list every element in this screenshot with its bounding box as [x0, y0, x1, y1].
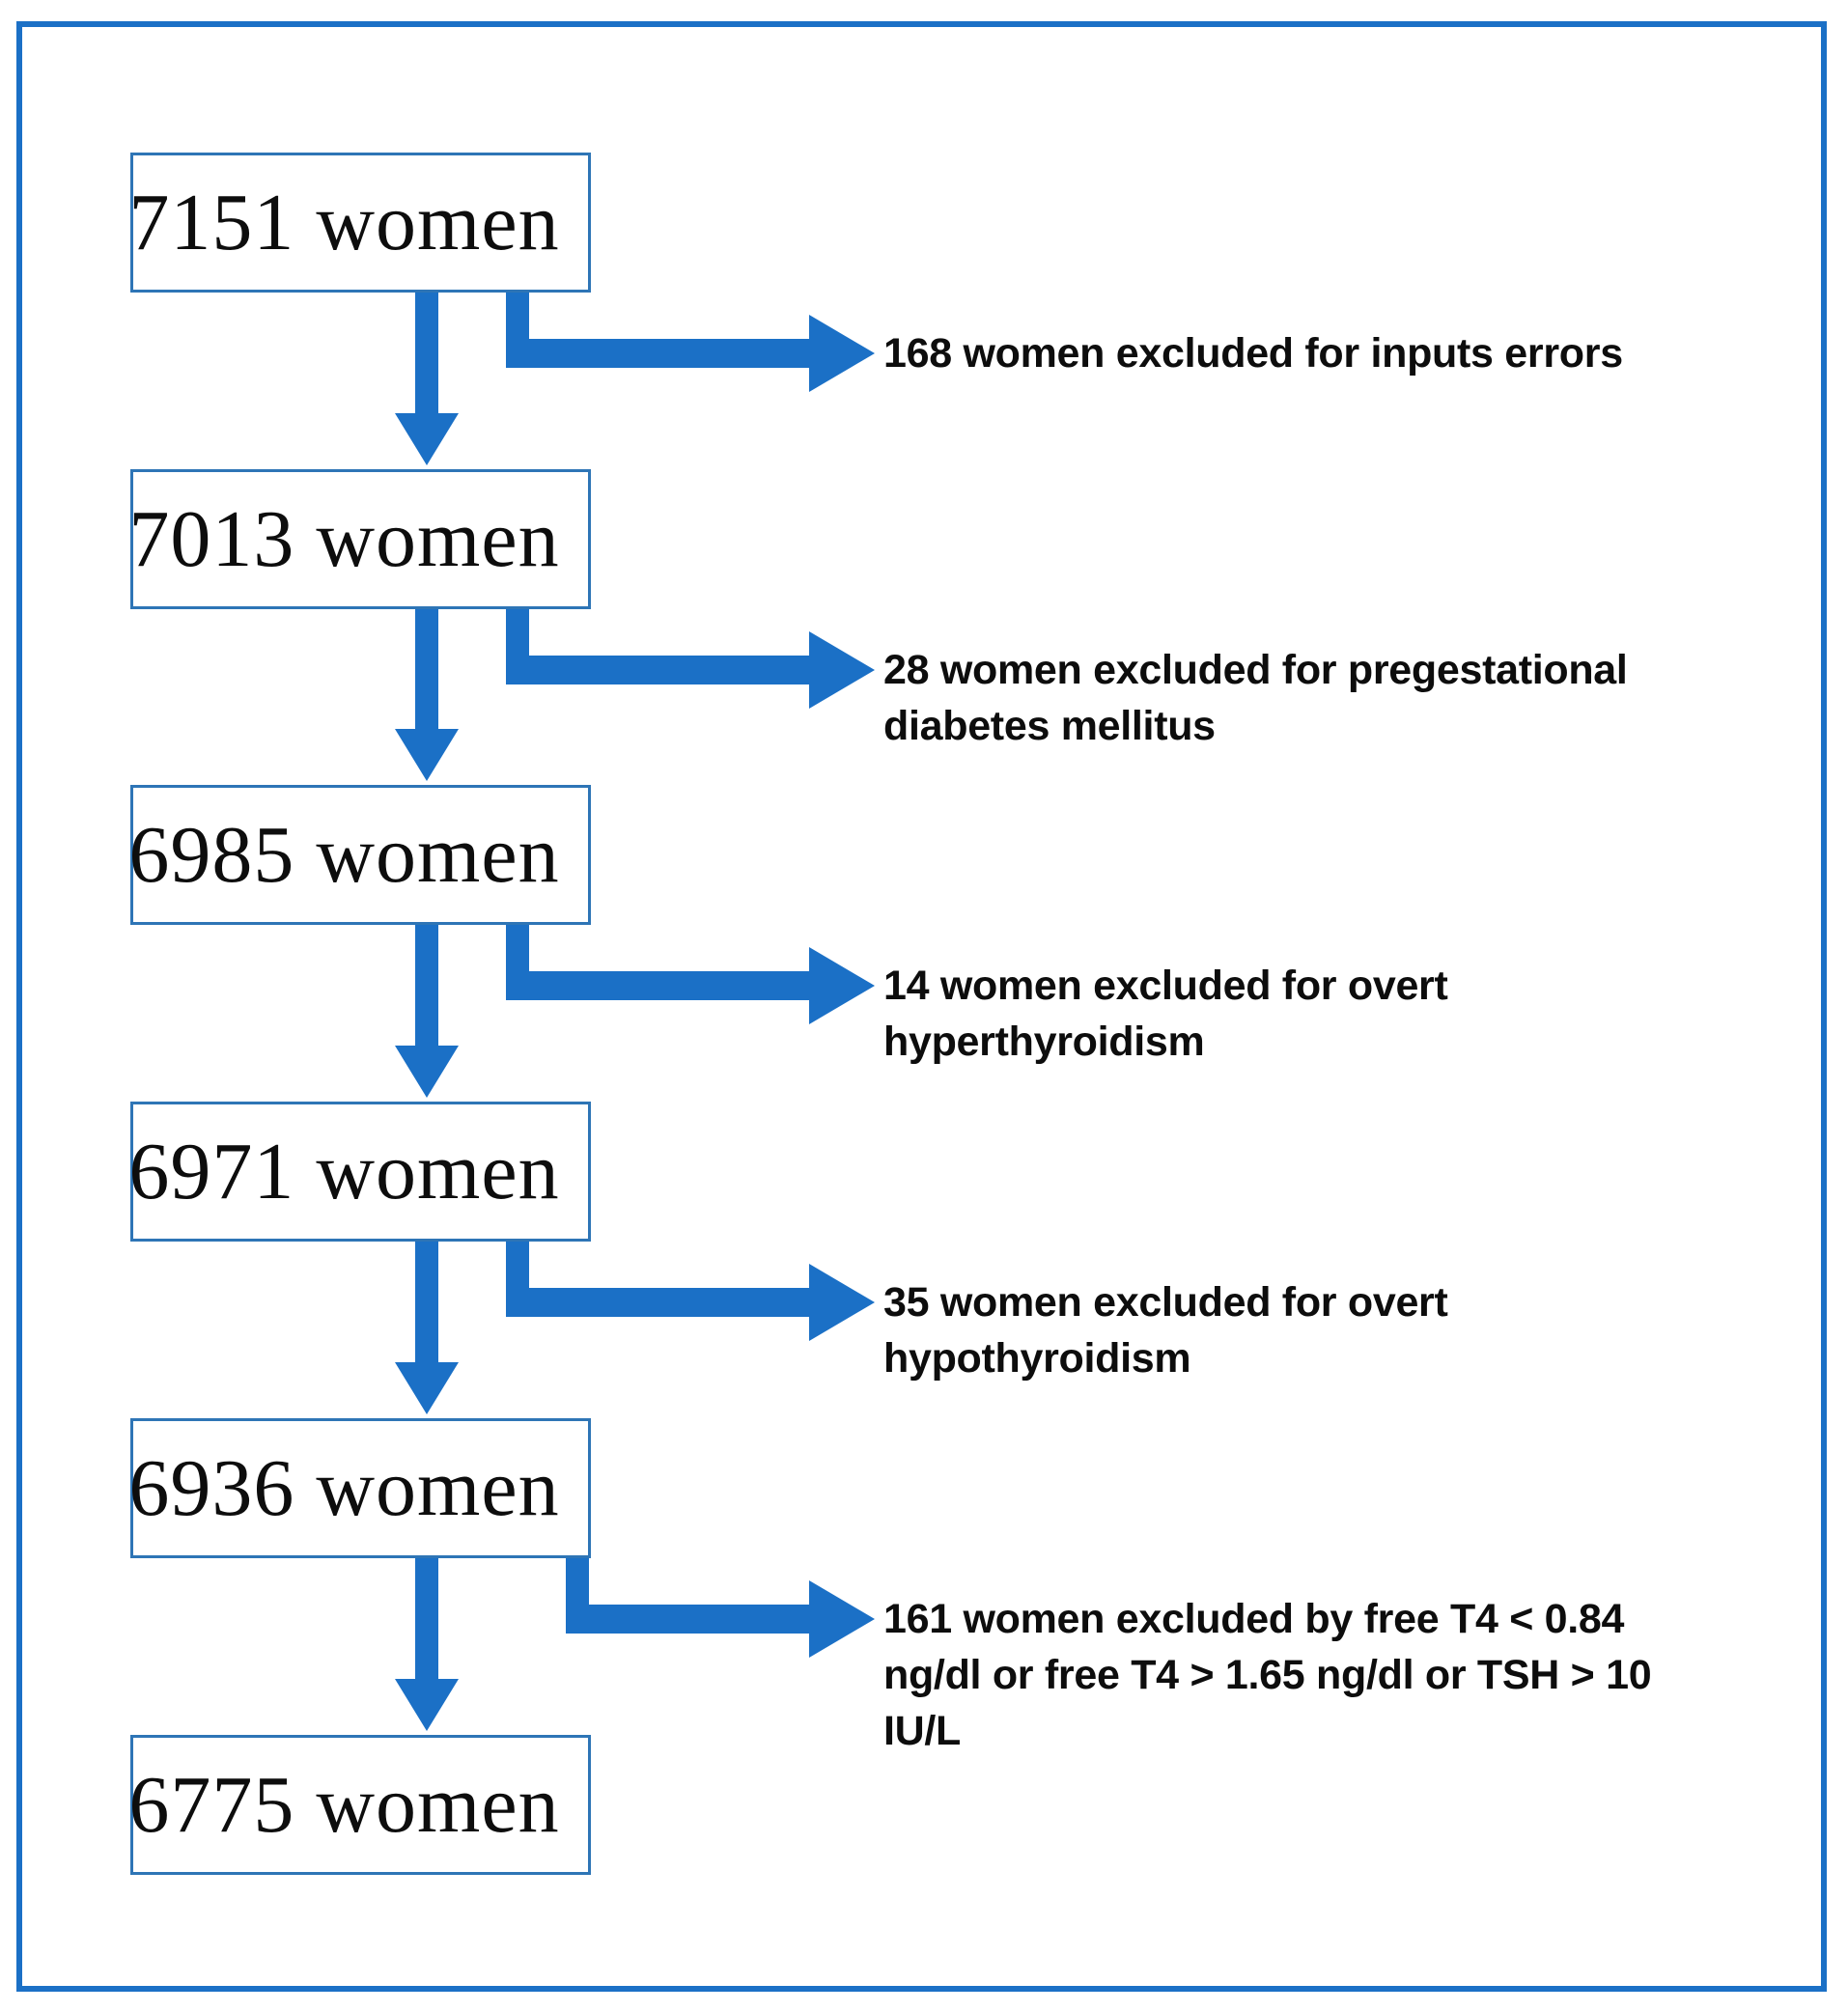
cohort-box-label: 6971 women [128, 1127, 560, 1216]
cohort-box-4: 6971 women [128, 1102, 591, 1242]
cohort-box-3: 6985 women [128, 785, 591, 925]
cohort-box-label: 6775 women [128, 1760, 560, 1850]
cohort-box-1: 7151 women [128, 153, 591, 293]
border-frame [16, 21, 1827, 1992]
exclusion-note-3: 14 women excluded for overt hyperthyroid… [883, 963, 1448, 1065]
exclusion-note-4: 35 women excluded for overt hypothyroidi… [883, 1279, 1448, 1382]
cohort-box-2: 7013 women [128, 469, 591, 609]
exclusion-note-5: 161 women excluded by free T4 < 0.84 ng/… [883, 1596, 1652, 1754]
cohort-box-5: 6936 women [128, 1418, 591, 1558]
cohort-box-label: 7013 women [128, 494, 560, 584]
cohort-box-label: 6936 women [128, 1443, 560, 1533]
exclusion-note-2: 28 women excluded for pregestational dia… [883, 647, 1628, 749]
exclusion-note-1: 168 women excluded for inputs errors [883, 330, 1623, 377]
cohort-box-label: 6985 women [128, 810, 560, 900]
cohort-box-6: 6775 women [128, 1735, 591, 1875]
cohort-box-label: 7151 women [128, 178, 560, 267]
